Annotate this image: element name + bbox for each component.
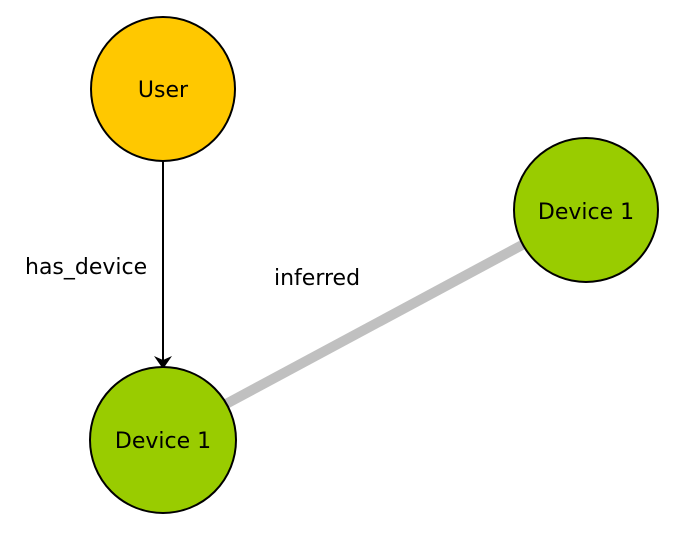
device-node-right-label: Device 1 [538,200,634,225]
inferred-edge-label: inferred [274,266,360,291]
device-node-bottom-circle [89,366,237,514]
device-node-right[interactable]: Device 1 [513,137,659,283]
device-node-bottom[interactable]: Device 1 [89,366,237,514]
inferred-edge[interactable] [223,239,527,409]
has-device-edge-label: has_device [25,255,147,280]
device-node-right-circle [513,137,659,283]
user-node-label: User [138,78,189,103]
user-node-circle [90,16,236,162]
user-node[interactable]: User [90,16,236,162]
device-node-bottom-label: Device 1 [115,429,211,454]
